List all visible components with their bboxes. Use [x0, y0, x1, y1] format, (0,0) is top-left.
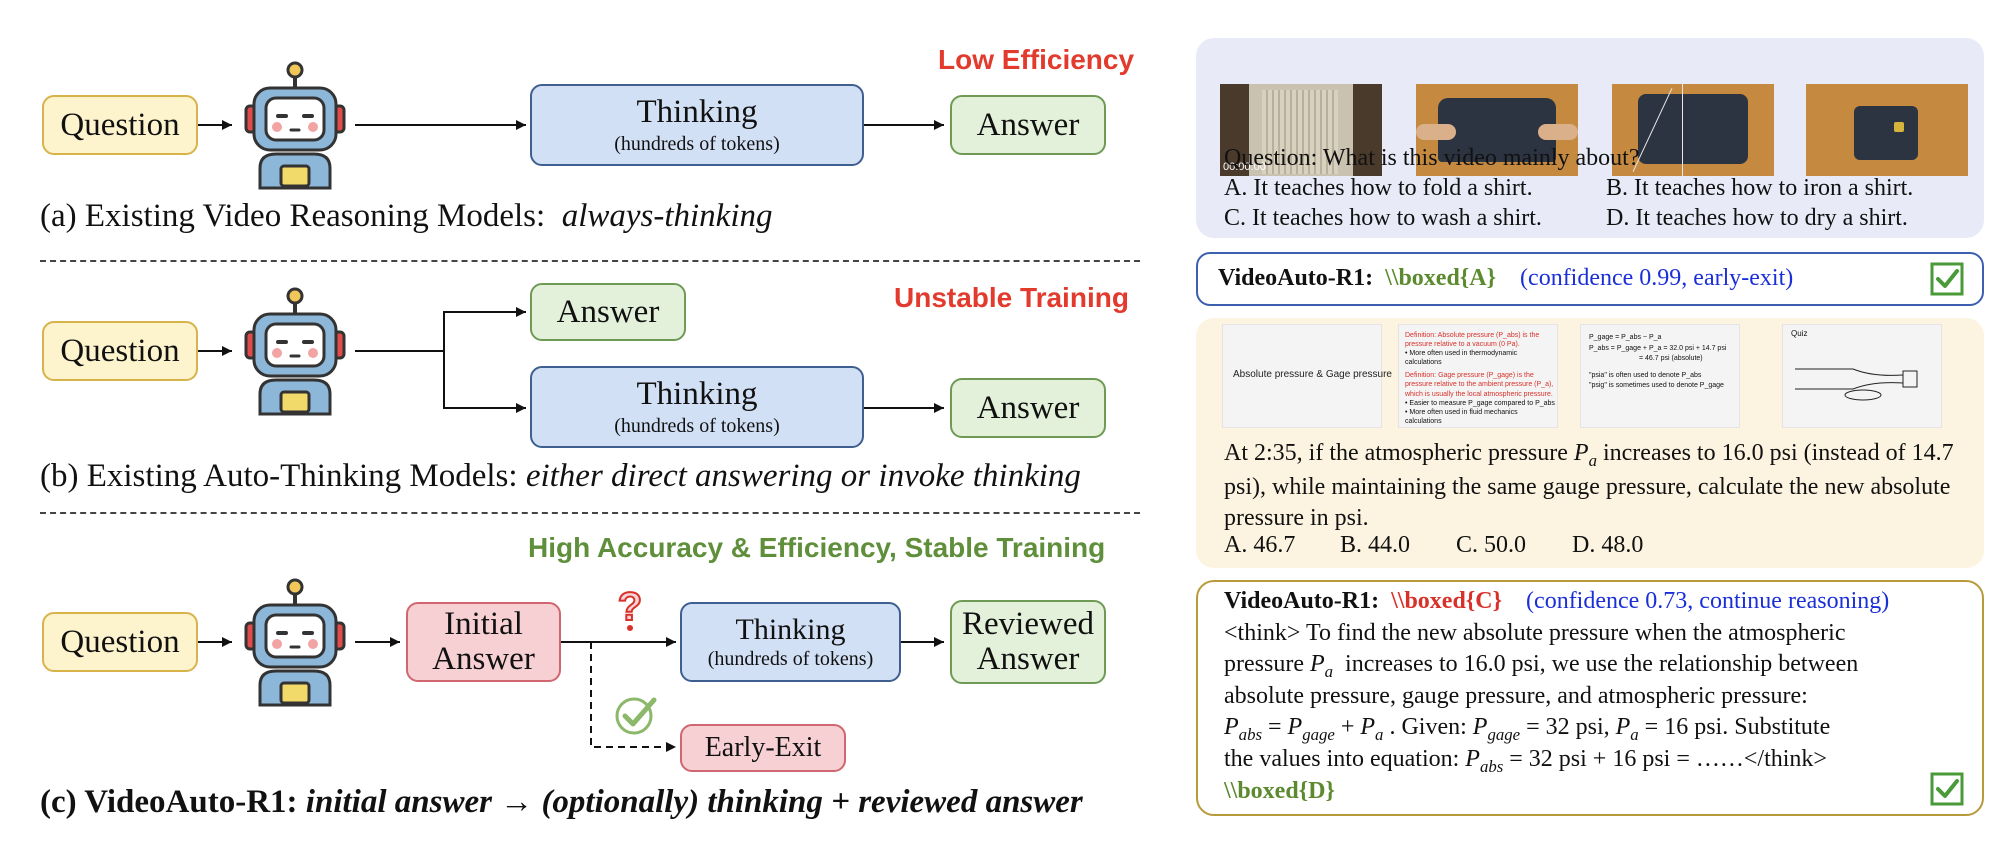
robot-icon	[244, 287, 346, 416]
low-efficiency-label: Low Efficiency	[938, 44, 1135, 75]
highlight-label: High Accuracy & Efficiency, Stable Train…	[528, 532, 1106, 563]
svg-text:?: ?	[618, 585, 642, 629]
thinking-label: Thinking	[735, 612, 846, 646]
option-a: A. 46.7	[1224, 532, 1296, 558]
video-frame: 00:00:00	[1220, 84, 1382, 176]
answer-panel-2	[1196, 580, 1984, 816]
final-boxed-answer: \\boxed{D}	[1224, 778, 1335, 804]
video-timestamp: 00:00:00	[1223, 161, 1266, 173]
video-frame	[1806, 84, 1968, 176]
think-line-5: the values into equation: Pabs = 32 psi …	[1224, 746, 1827, 776]
thinking-sub: (hundreds of tokens)	[707, 648, 874, 671]
answer-box: Answer	[950, 378, 1106, 438]
boxed-answer-a: \\boxed{A}	[1385, 265, 1497, 291]
question-label: Question	[60, 106, 180, 143]
answer-panel-1	[1196, 252, 1984, 306]
answer-label: Answer	[976, 389, 1080, 426]
caption-b: (b) Existing Auto-Thinking Models: eithe…	[40, 458, 1081, 494]
think-line-4: Pabs = Pgage + Pa . Given: Pgage = 32 ps…	[1224, 714, 1831, 744]
pa-symbol: Pa	[1573, 440, 1597, 470]
think-line-2: pressure Pa increases to 16.0 psi, we us…	[1224, 651, 1859, 681]
question-label: Question	[60, 332, 180, 369]
question-mark-icon: ?	[617, 584, 643, 631]
model-output-1: VideoAuto-R1: \\boxed{A} (confidence 0.9…	[1218, 265, 1794, 291]
video-frame	[1612, 84, 1774, 176]
option-d: D. It teaches how to dry a shirt.	[1606, 205, 1908, 231]
thinking-sub: (hundreds of tokens)	[614, 414, 780, 437]
lecture-question: At 2:35, if the atmospheric pressure Pa …	[1224, 440, 1954, 531]
divider	[40, 512, 1140, 514]
robot-icon	[244, 61, 346, 190]
slide-4: Quiz	[1782, 324, 1942, 428]
thinking-box: Thinking (hundreds of tokens)	[530, 366, 864, 448]
boxed-answer-c: \\boxed{C}	[1391, 588, 1503, 614]
option-a: A. It teaches how to fold a shirt.	[1224, 175, 1533, 201]
thinking-label: Thinking	[636, 94, 758, 131]
early-exit-label: Early-Exit	[704, 732, 822, 764]
robot-icon	[244, 578, 346, 707]
early-exit-box: Early-Exit	[680, 724, 846, 772]
pipe-diagram	[1795, 368, 1918, 401]
checkbox-icon	[1930, 262, 1964, 296]
answer-box: Answer	[950, 95, 1106, 155]
checkbox-icon	[1930, 772, 1964, 806]
thinking-sub: (hundreds of tokens)	[614, 132, 780, 155]
question-box: Question	[42, 95, 198, 155]
answer-label: Answer	[976, 106, 1080, 143]
video-question: Question: What is this video mainly abou…	[1224, 145, 1640, 171]
option-b: B. It teaches how to iron a shirt.	[1606, 175, 1914, 201]
slide-3: P_gage = P_abs − P_a P_abs = P_gage + P_…	[1580, 324, 1740, 428]
option-d: D. 48.0	[1572, 532, 1644, 558]
slide-2: Definition: Absolute pressure (P_abs) is…	[1398, 324, 1558, 428]
option-c: C. It teaches how to wash a shirt.	[1224, 205, 1542, 231]
confidence-1: (confidence 0.99, early-exit)	[1520, 265, 1794, 291]
confidence-2: (confidence 0.73, continue reasoning)	[1526, 588, 1890, 614]
think-line-1: <think> To find the new absolute pressur…	[1224, 620, 1846, 646]
question-box: Question	[42, 612, 198, 672]
option-b: B. 44.0	[1340, 532, 1411, 558]
video-frame	[1416, 84, 1578, 176]
direct-answer-box: Answer	[530, 283, 686, 341]
video-example-panel: 00:00:00	[1196, 38, 1984, 238]
slide-1: Absolute pressure & Gage pressure	[1222, 324, 1392, 428]
flow-arrows	[198, 120, 944, 752]
thinking-label: Thinking	[636, 376, 758, 413]
direct-answer-label: Answer	[556, 293, 660, 330]
caption-a: (a) Existing Video Reasoning Models: alw…	[40, 198, 773, 234]
option-c: C. 50.0	[1456, 532, 1527, 558]
question-label: Question	[60, 623, 180, 660]
divider	[40, 260, 1140, 262]
thinking-box: Thinking (hundreds of tokens)	[680, 602, 901, 682]
model-output-2: VideoAuto-R1: \\boxed{C} (confidence 0.7…	[1224, 588, 1890, 614]
question-box: Question	[42, 321, 198, 381]
thinking-box: Thinking (hundreds of tokens)	[530, 84, 864, 166]
caption-c: (c) VideoAuto-R1: initial answer → (opti…	[40, 784, 1083, 820]
check-mark-icon	[615, 697, 657, 735]
think-line-3: absolute pressure, gauge pressure, and a…	[1224, 683, 1808, 709]
unstable-training-label: Unstable Training	[894, 282, 1129, 313]
